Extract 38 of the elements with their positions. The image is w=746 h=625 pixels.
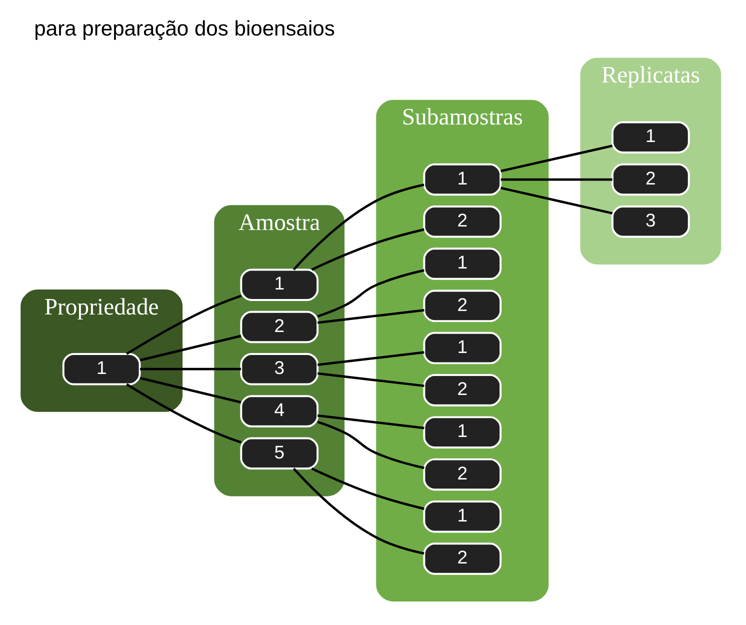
node-box: 3 bbox=[240, 353, 318, 386]
node-box: 4 bbox=[240, 395, 318, 428]
node-box: 1 bbox=[422, 332, 502, 364]
node-box: 1 bbox=[422, 248, 502, 280]
connector bbox=[500, 144, 612, 172]
connector bbox=[316, 372, 424, 388]
node-box: 2 bbox=[422, 542, 502, 575]
node-box: 2 bbox=[422, 290, 502, 322]
connector bbox=[310, 228, 424, 271]
node-box: 1 bbox=[422, 416, 502, 448]
connector bbox=[316, 309, 424, 324]
node-box: 2 bbox=[422, 374, 502, 406]
connector bbox=[126, 294, 242, 355]
node-box: 1 bbox=[611, 121, 690, 154]
connector bbox=[316, 414, 424, 430]
connector bbox=[139, 376, 241, 404]
node-box: 1 bbox=[422, 500, 502, 533]
node-box: 1 bbox=[62, 353, 140, 386]
connector bbox=[126, 383, 242, 444]
node-box: 3 bbox=[611, 206, 690, 238]
connector bbox=[292, 184, 424, 270]
diagram-title: para preparação dos bioensaios bbox=[34, 18, 334, 41]
node-box: 2 bbox=[240, 310, 318, 344]
connector bbox=[310, 468, 424, 510]
node-box: 1 bbox=[422, 163, 502, 196]
connector bbox=[292, 468, 424, 555]
node-box: 2 bbox=[611, 163, 690, 196]
connector bbox=[316, 269, 424, 318]
node-box: 5 bbox=[240, 437, 318, 470]
connector bbox=[139, 334, 241, 362]
connector bbox=[316, 420, 424, 470]
connector bbox=[140, 368, 240, 370]
connector bbox=[316, 351, 424, 366]
node-box: 1 bbox=[240, 268, 318, 301]
node-box: 2 bbox=[422, 206, 502, 238]
node-box: 2 bbox=[422, 458, 502, 491]
connector bbox=[500, 186, 612, 214]
connector bbox=[500, 178, 612, 181]
